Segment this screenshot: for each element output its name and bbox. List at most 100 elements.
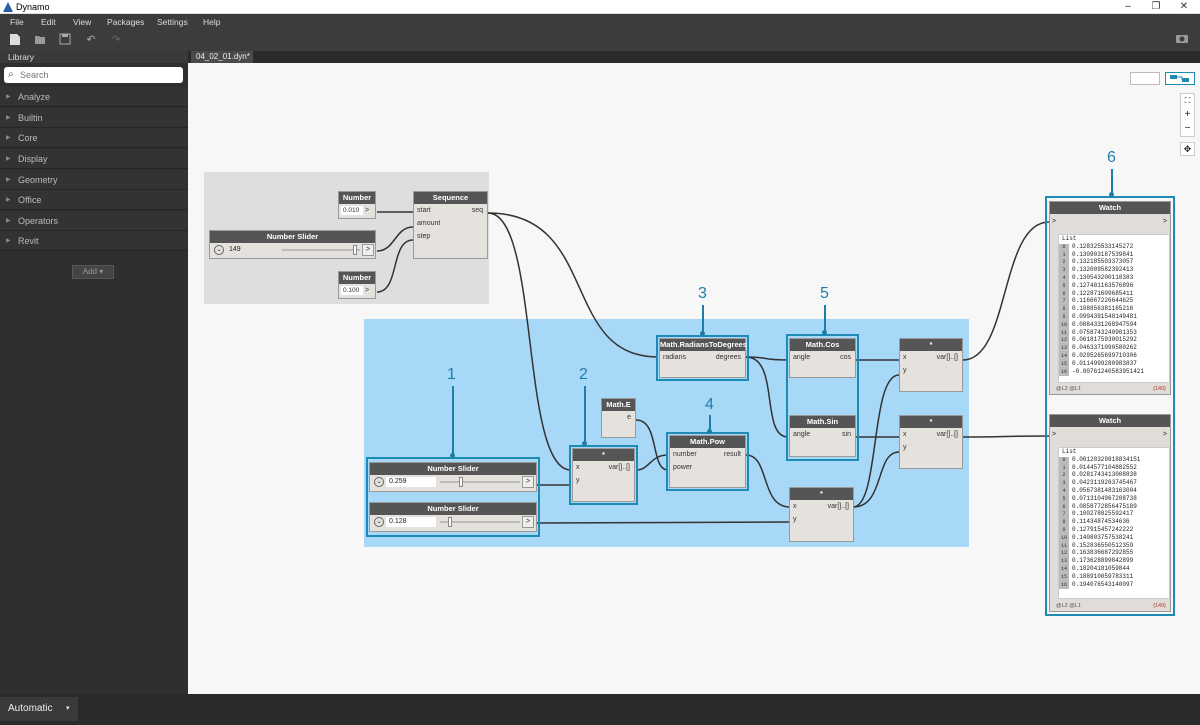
open-folder-icon[interactable] bbox=[33, 33, 47, 47]
menu-settings[interactable]: Settings bbox=[157, 17, 188, 27]
slider-track[interactable] bbox=[440, 481, 520, 483]
number-value[interactable]: 0.100 bbox=[341, 286, 363, 295]
menu-help[interactable]: Help bbox=[203, 17, 221, 27]
input-port-y[interactable]: y bbox=[790, 513, 853, 526]
output-port-e[interactable]: e bbox=[602, 411, 635, 424]
output-port-sin[interactable]: sin bbox=[842, 431, 851, 438]
number-node[interactable]: Number 0.100> bbox=[338, 271, 376, 299]
input-port-step[interactable]: step bbox=[414, 230, 487, 243]
add-button[interactable]: Add ▾ bbox=[72, 265, 114, 279]
library-item-builtin[interactable]: ▶Builtin bbox=[0, 108, 188, 128]
slider-knob[interactable] bbox=[352, 245, 357, 255]
output-port-degrees[interactable]: degrees bbox=[715, 354, 741, 361]
geometry-view-toggle[interactable] bbox=[1130, 72, 1160, 85]
library-item-office[interactable]: ▶Office bbox=[0, 190, 188, 210]
number-value[interactable]: 0.010 bbox=[341, 206, 363, 215]
expand-chevron-icon[interactable]: ⌄ bbox=[214, 245, 224, 255]
run-mode-select[interactable]: Automatic ▾ bbox=[0, 697, 78, 721]
output-port-seq[interactable]: seq bbox=[471, 207, 483, 214]
output-port[interactable]: var[]..[] bbox=[608, 464, 630, 471]
search-box[interactable]: ⌕ bbox=[4, 67, 183, 83]
tab-document[interactable]: 04_02_01.dyn* bbox=[191, 51, 253, 63]
maximize-button[interactable]: ❐ bbox=[1151, 1, 1161, 12]
library-item-revit[interactable]: ▶Revit bbox=[0, 231, 188, 251]
save-icon[interactable] bbox=[58, 33, 72, 47]
input-port-y[interactable]: y bbox=[900, 441, 962, 454]
library-item-core[interactable]: ▶Core bbox=[0, 128, 188, 148]
zoom-in-icon[interactable]: + bbox=[1184, 109, 1191, 120]
output-port-icon[interactable]: > bbox=[365, 287, 370, 294]
search-input[interactable] bbox=[20, 69, 170, 81]
output-port-cos[interactable]: cos bbox=[840, 354, 851, 361]
number-slider-node[interactable]: Number Slider ⌄ 0.128 > bbox=[369, 502, 537, 532]
slider-track[interactable] bbox=[440, 521, 520, 523]
redo-icon[interactable]: ↷ bbox=[111, 34, 121, 46]
output-port[interactable]: var[]..[] bbox=[936, 431, 958, 438]
number-slider-node[interactable]: Number Slider ⌄ 149 > bbox=[209, 230, 376, 259]
input-port-power[interactable]: power bbox=[670, 461, 745, 474]
zoom-fit-icon[interactable]: ⛶ bbox=[1184, 96, 1191, 105]
slider-knob[interactable] bbox=[448, 517, 453, 527]
output-port-icon[interactable]: > bbox=[522, 516, 534, 528]
output-port-icon[interactable]: > bbox=[365, 207, 370, 214]
output-port-icon[interactable]: > bbox=[362, 244, 374, 256]
input-port-y[interactable]: y bbox=[900, 364, 962, 377]
port-label: y bbox=[793, 516, 797, 523]
menu-view[interactable]: View bbox=[73, 17, 92, 27]
output-port[interactable]: var[]..[] bbox=[827, 503, 849, 510]
slider-track[interactable] bbox=[282, 249, 360, 251]
close-button[interactable]: ✕ bbox=[1179, 1, 1189, 12]
output-port-icon[interactable]: > bbox=[1162, 218, 1167, 225]
input-port-amount[interactable]: amount bbox=[414, 217, 487, 230]
library-item-operators[interactable]: ▶Operators bbox=[0, 211, 188, 231]
minimize-button[interactable]: – bbox=[1125, 1, 1131, 12]
camera-icon[interactable] bbox=[1175, 33, 1189, 47]
output-port-icon[interactable]: > bbox=[522, 476, 534, 488]
input-port-icon[interactable]: > bbox=[1052, 218, 1057, 225]
expand-chevron-icon[interactable]: ⌄ bbox=[374, 517, 384, 527]
graph-view-toggle[interactable] bbox=[1165, 72, 1195, 85]
menu-edit[interactable]: Edit bbox=[41, 17, 56, 27]
output-port-icon[interactable]: > bbox=[1162, 431, 1167, 438]
menu-packages[interactable]: Packages bbox=[107, 17, 145, 27]
menu-file[interactable]: File bbox=[10, 17, 24, 27]
library-item-display[interactable]: ▶Display bbox=[0, 149, 188, 169]
zoom-out-icon[interactable]: − bbox=[1184, 123, 1191, 134]
input-port-icon[interactable]: > bbox=[1052, 431, 1057, 438]
new-file-icon[interactable] bbox=[8, 33, 22, 47]
slider-knob[interactable] bbox=[458, 477, 463, 487]
output-port[interactable]: var[]..[] bbox=[936, 354, 958, 361]
expand-chevron-icon[interactable]: ⌄ bbox=[374, 477, 384, 487]
number-slider-node[interactable]: Number Slider ⌄ 0.259 > bbox=[369, 462, 537, 492]
math-e-node[interactable]: Math.E e bbox=[601, 398, 636, 438]
output-port-result[interactable]: result bbox=[723, 451, 741, 458]
input-port-y[interactable]: y bbox=[573, 474, 634, 487]
pan-icon[interactable]: ✥ bbox=[1180, 142, 1195, 156]
library-item-geometry[interactable]: ▶Geometry bbox=[0, 170, 188, 190]
undo-icon[interactable]: ↶ bbox=[86, 34, 96, 46]
number-node[interactable]: Number 0.010> bbox=[338, 191, 376, 219]
library-item-analyze[interactable]: ▶Analyze bbox=[0, 87, 188, 107]
